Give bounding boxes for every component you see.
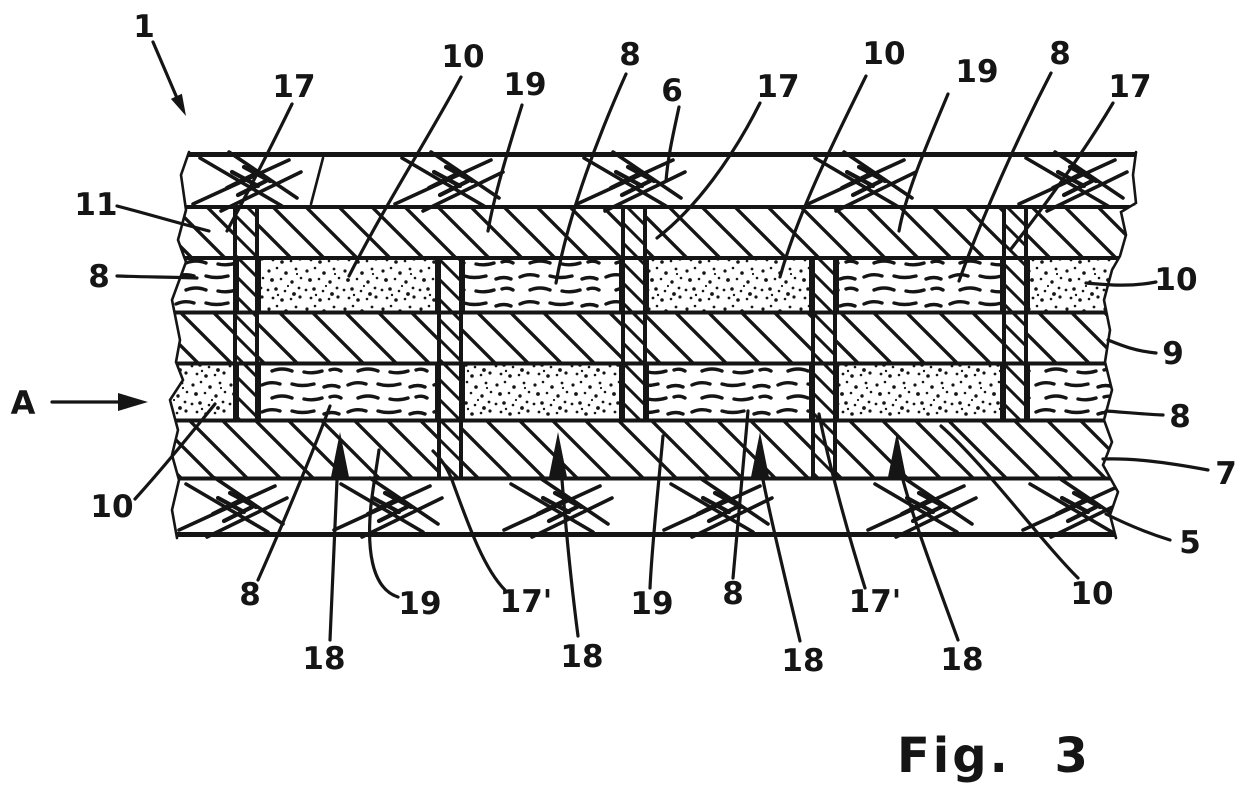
leader-line-10: [1084, 280, 1158, 287]
ref-label-18: 18: [940, 642, 983, 678]
arrowhead-18: [888, 432, 906, 477]
arrowhead-18: [751, 432, 769, 477]
leader-line-19: [648, 434, 665, 590]
block-8-wavy: [645, 361, 813, 423]
leader-line-17: [1009, 101, 1115, 251]
ref-label-7: 7: [1215, 456, 1237, 492]
leader-line-10: [939, 424, 1080, 580]
leader-line-10: [778, 74, 868, 279]
leader-line-10: [347, 75, 463, 278]
leader-line-17-prime: [431, 449, 507, 592]
ref-label-1: 1: [133, 9, 155, 45]
arrowhead-1: [170, 93, 186, 116]
ref-label-10: 10: [862, 36, 905, 72]
upper-insulation-band-11-19: [170, 209, 1138, 256]
leader-line-11: [115, 204, 211, 233]
ref-label-17: 17: [272, 69, 315, 105]
leader-line-8: [554, 72, 628, 285]
leader-line-18: [328, 478, 339, 642]
leader-line-8: [731, 409, 750, 580]
ref-label-A: A: [11, 384, 36, 422]
block-8-wavy: [461, 256, 623, 315]
ref-label-18: 18: [302, 641, 345, 677]
via-17-center: [621, 209, 647, 421]
leader-line-10: [133, 402, 217, 501]
lower-insulation-band-7: [170, 422, 1138, 477]
torn-edge-left: [168, 150, 191, 540]
leader-line-17: [225, 102, 294, 233]
figure-caption: Fig. 3: [897, 728, 1091, 784]
leader-line-8: [957, 71, 1053, 283]
leader-line-18: [560, 478, 580, 638]
arrowhead-A: [118, 393, 148, 411]
ref-label-9: 9: [1162, 336, 1184, 372]
ref-label-6: 6: [661, 73, 683, 109]
ref-label-8: 8: [88, 259, 110, 295]
ref-label-19: 19: [398, 586, 441, 622]
block-10-stipple: [645, 256, 813, 315]
via-17-right: [1002, 209, 1028, 421]
ref-label-17: 17: [756, 69, 799, 105]
leader-line-17-prime: [817, 412, 867, 590]
leader-line-7: [1101, 457, 1210, 472]
arrowhead-18: [549, 432, 567, 477]
leader-line-17: [655, 101, 762, 240]
ref-label-8: 8: [619, 37, 641, 73]
ref-label-5: 5: [1179, 525, 1201, 561]
leader-line-19: [897, 92, 950, 233]
ref-label-17: 17: [1108, 69, 1151, 105]
leader-line-18: [901, 478, 960, 642]
leader-line-1: [151, 40, 179, 100]
leader-line-19: [486, 103, 524, 233]
ref-label-8: 8: [239, 577, 261, 613]
block-10-stipple: [835, 361, 1004, 423]
leader-line-8: [115, 274, 199, 280]
lower-conductor-row: [170, 361, 1134, 423]
ref-label-11: 11: [74, 187, 117, 223]
ref-label-10: 10: [441, 39, 484, 75]
ref-label-18: 18: [781, 643, 824, 679]
via-17-prime-right: [811, 258, 837, 479]
ref-label-17-prime: 17': [500, 584, 553, 620]
leader-line-5: [1104, 512, 1172, 542]
upper-conductor-row: [170, 256, 1134, 315]
torn-edge-right: [1101, 150, 1138, 540]
via-17-prime-left: [437, 258, 463, 479]
arrowhead-18: [331, 432, 349, 477]
leader-line-8: [256, 404, 332, 582]
block-10-stipple: [461, 361, 623, 423]
ref-label-8: 8: [1169, 399, 1191, 435]
leader-line-18: [761, 478, 802, 643]
block-10-stipple: [170, 361, 239, 423]
leader-line-9: [1106, 338, 1158, 355]
ref-label-19: 19: [503, 67, 546, 103]
middle-insulation-band-9: [170, 314, 1138, 362]
block-8-wavy: [257, 361, 439, 423]
leader-line-6: [664, 105, 681, 183]
ref-label-10: 10: [1070, 576, 1113, 612]
block-8-wavy: [835, 256, 1004, 315]
leader-line-19: [368, 448, 400, 599]
ref-label-8: 8: [1049, 36, 1071, 72]
block-10-stipple: [257, 256, 439, 315]
ref-label-18: 18: [560, 639, 603, 675]
ref-label-17-prime: 17': [849, 584, 902, 620]
ref-label-19: 19: [630, 586, 673, 622]
ref-label-8: 8: [722, 576, 744, 612]
ref-label-19: 19: [955, 54, 998, 90]
leader-line-8: [1104, 409, 1165, 417]
top-band-seam: [309, 156, 325, 206]
ref-label-10: 10: [1154, 262, 1197, 298]
ref-label-10: 10: [90, 489, 133, 525]
